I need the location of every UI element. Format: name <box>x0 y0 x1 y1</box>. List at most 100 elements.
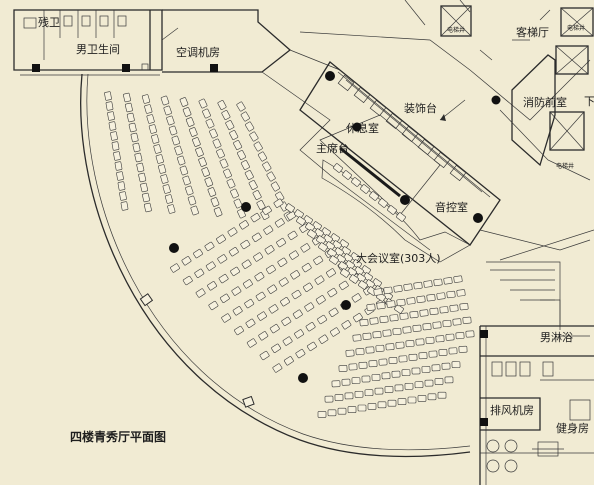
seat <box>425 336 435 344</box>
label-lounge: 休息室 <box>346 121 379 135</box>
seat <box>393 285 403 293</box>
seat <box>449 304 459 312</box>
seat <box>108 121 117 131</box>
seat <box>142 192 150 203</box>
seat <box>160 95 170 106</box>
seat <box>143 202 152 213</box>
seat <box>182 107 192 117</box>
seat <box>331 380 341 388</box>
seat <box>177 155 186 166</box>
seat <box>338 261 348 271</box>
seat <box>369 191 379 201</box>
seat <box>294 209 304 219</box>
seat <box>264 245 275 255</box>
seat <box>355 348 365 356</box>
seat <box>218 273 229 284</box>
seat <box>244 170 254 180</box>
label-elevator-shaft-1: 电梯井 <box>447 26 465 34</box>
seat <box>385 343 395 351</box>
seat <box>352 312 363 323</box>
seat <box>217 100 227 110</box>
seat <box>324 395 334 403</box>
seat <box>182 275 193 286</box>
seat <box>276 237 287 248</box>
seat <box>358 280 368 290</box>
seat <box>318 242 328 252</box>
seat <box>267 284 278 294</box>
seat <box>347 267 357 277</box>
seat <box>193 248 203 259</box>
seat <box>367 403 377 410</box>
seat <box>435 335 445 343</box>
seat <box>428 350 438 358</box>
seat <box>439 306 449 314</box>
seat <box>168 125 178 136</box>
seat <box>164 194 174 204</box>
seat <box>354 266 364 276</box>
seat <box>372 331 382 339</box>
seat <box>344 392 354 400</box>
seat <box>338 365 348 372</box>
seat <box>240 239 251 250</box>
seat <box>422 323 432 331</box>
seat <box>195 288 206 298</box>
seat <box>351 293 362 303</box>
seat <box>201 167 210 177</box>
seat <box>141 94 151 104</box>
seat <box>378 198 388 208</box>
seat <box>362 332 372 340</box>
seat <box>365 346 375 354</box>
seat <box>402 326 412 334</box>
seat <box>349 274 359 284</box>
seat <box>387 205 397 215</box>
seat <box>207 187 217 197</box>
seat <box>241 259 252 269</box>
seat <box>368 360 378 368</box>
seat <box>230 188 239 199</box>
seat <box>392 327 402 336</box>
seat <box>144 104 153 114</box>
seating <box>104 91 475 418</box>
label-accessible-restroom: 残卫 <box>38 15 60 29</box>
seat <box>116 171 124 181</box>
seat <box>233 198 243 209</box>
seat <box>348 363 358 371</box>
seat <box>265 264 276 275</box>
seat <box>442 319 452 328</box>
seat <box>321 227 331 237</box>
label-chair-platform: 主席台 <box>316 141 349 155</box>
seat <box>240 111 250 122</box>
seat <box>111 141 120 151</box>
seat <box>282 336 293 346</box>
seat <box>333 163 343 173</box>
seat <box>240 160 250 170</box>
seat <box>446 290 456 299</box>
seat <box>294 329 305 339</box>
seat <box>378 358 388 366</box>
seat <box>398 355 408 363</box>
seat <box>236 101 246 112</box>
seat <box>171 135 180 146</box>
seat <box>441 362 451 370</box>
seat <box>437 391 447 399</box>
seat <box>315 295 326 305</box>
seat <box>455 332 465 340</box>
seat <box>231 286 242 296</box>
seat <box>374 387 384 395</box>
seat <box>417 395 427 402</box>
seat <box>340 268 350 278</box>
seat <box>166 115 175 126</box>
seat <box>434 378 444 385</box>
seat <box>389 314 399 322</box>
seat <box>359 318 369 327</box>
seat <box>418 352 428 360</box>
seat <box>195 147 204 157</box>
label-ac-room: 空调机房 <box>176 45 220 59</box>
seat <box>462 316 472 324</box>
seat <box>305 322 316 332</box>
seat <box>257 151 268 162</box>
seat <box>372 278 382 288</box>
seat <box>376 302 386 310</box>
seat <box>397 398 407 405</box>
